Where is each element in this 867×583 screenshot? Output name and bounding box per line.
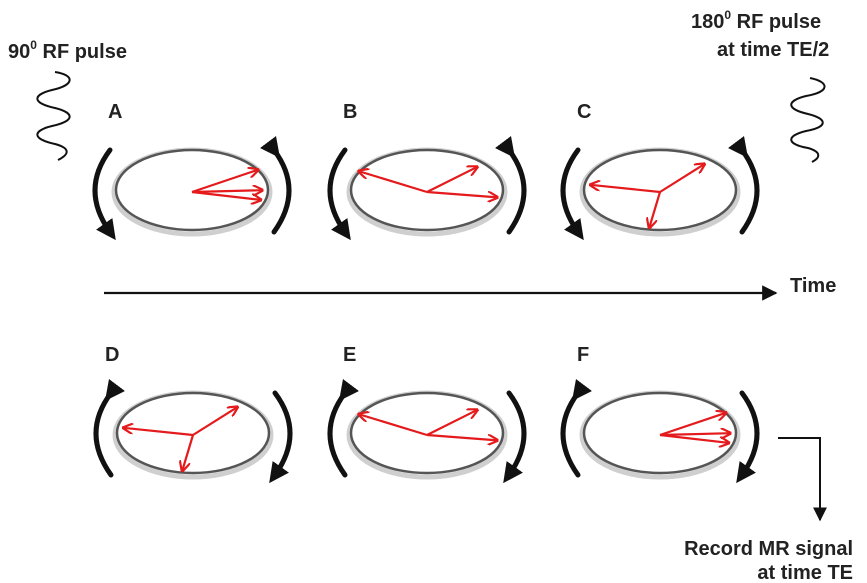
transverse-plane-ellipse [349,391,505,475]
spin-vector [426,167,477,193]
spin-vector [426,410,477,436]
panel-letter: C [577,101,591,123]
rf180-label: 1800 RF pulse [691,8,821,33]
panel-letter: F [577,344,589,366]
panels: A B C D E F [92,101,760,484]
panel-letter: A [108,101,122,123]
rotation-arrow-right-icon [269,390,293,484]
rotation-arrow-left-icon [560,379,592,478]
spin-vector [191,170,258,194]
spin-vector [659,413,726,437]
panel-a: A [92,101,292,241]
panel-letter: D [105,344,119,366]
spin-vector [426,190,498,197]
rf180-pulse-waveform-icon [790,77,826,163]
spin-vector [659,164,705,193]
rotation-arrow-right-icon [495,136,527,235]
panel-b: B [327,101,527,241]
panel-d: D [93,344,293,484]
transverse-plane-ellipse [582,391,738,475]
panel-c: C [560,101,760,241]
rf180-time-label: at time TE/2 [717,39,829,61]
transverse-plane-ellipse [114,148,270,232]
transverse-plane-ellipse [582,148,738,232]
rotation-arrow-left-icon [327,379,359,478]
rf90-pulse-waveform-icon [36,71,71,161]
spin-vector [191,190,263,192]
spin-vector [659,433,731,435]
panel-letter: E [343,344,356,366]
spin-vector [192,407,238,436]
spin-vector [191,190,261,200]
rotation-arrow-left-icon [93,379,125,478]
rotation-arrow-left-icon [327,147,351,241]
panel-f: F [560,344,760,484]
rotation-arrow-right-icon [728,136,760,235]
transverse-plane-ellipse [349,148,505,232]
spin-vector [182,434,195,471]
spin-vector [359,171,428,194]
spin-vector [590,185,661,194]
rotation-arrow-right-icon [260,136,292,235]
spin-vector [426,433,498,440]
rotation-arrow-right-icon [503,390,527,484]
rotation-arrow-left-icon [92,147,116,241]
record-signal-label: Record MR signal [684,538,853,560]
spin-vector [123,428,194,437]
record-time-label: at time TE [757,562,853,583]
time-label: Time [790,275,836,297]
record-connector-arrow [778,437,827,522]
transverse-plane-ellipse [115,391,271,475]
rf90-label: 900 RF pulse [8,38,127,63]
panel-letter: B [343,101,357,123]
rotation-arrow-left-icon [560,147,584,241]
panel-e: E [327,344,527,484]
rotation-arrow-right-icon [736,390,760,484]
spin-vector [649,191,662,228]
spin-vector [359,414,428,437]
spin-vector [659,433,729,443]
